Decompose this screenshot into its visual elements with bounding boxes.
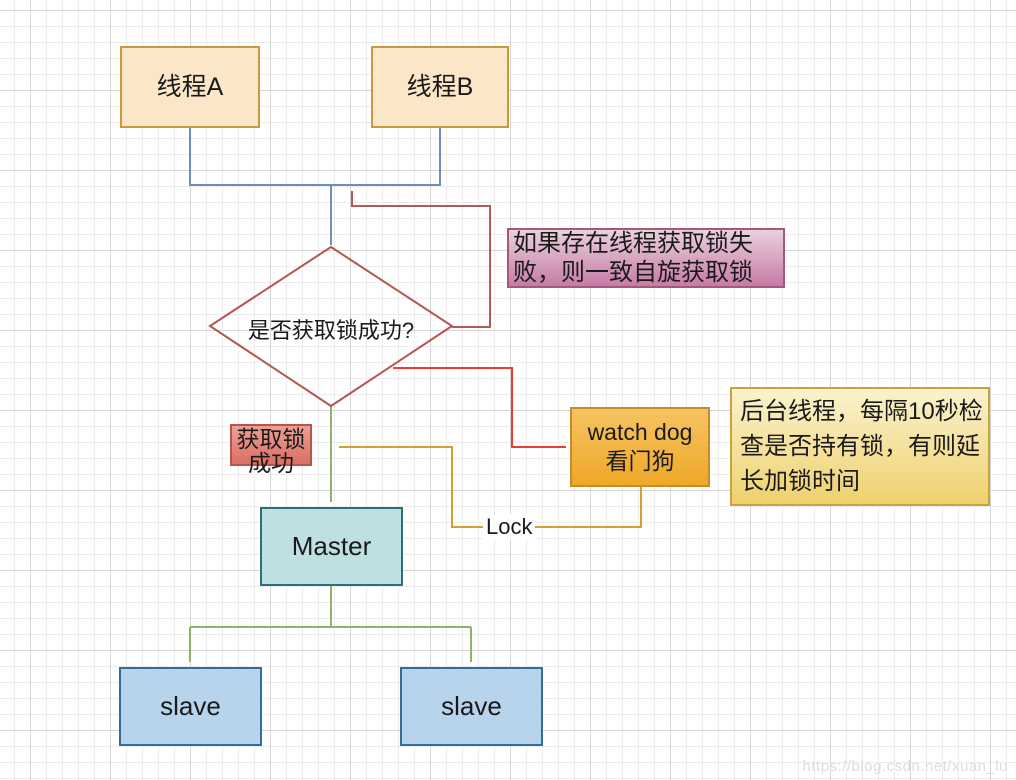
note-watchdog-desc: 后台线程，每隔10秒检 查是否持有锁，有则延 长加锁时间 (730, 387, 990, 506)
note-spin-line2: 败，则一致自旋获取锁 (513, 259, 753, 286)
node-slave-left: slave (119, 667, 262, 746)
decision-diamond (208, 245, 454, 408)
edge-watchdog-lock (339, 446, 642, 528)
thread-b-label: 线程B (406, 73, 474, 101)
note-watchdog-line3: 长加锁时间 (740, 468, 860, 495)
slave-right-label: slave (441, 690, 502, 721)
decision-label: 是否获取锁成功? (247, 318, 415, 343)
acquire-success-line1: 获取锁 (236, 426, 306, 452)
edge-label-lock: Lock (483, 514, 536, 540)
note-watchdog-line2: 查是否持有锁，有则延 (740, 433, 980, 460)
watch-dog-line2: 看门狗 (605, 448, 675, 474)
master-label: Master (291, 530, 372, 561)
node-slave-right: slave (400, 667, 543, 746)
note-watchdog-line1: 后台线程，每隔10秒检 (740, 398, 983, 425)
edge-spin-loop (351, 191, 491, 328)
edge-master-split (190, 586, 471, 628)
node-master: Master (260, 507, 403, 586)
node-acquire-success: 获取锁 成功 (230, 424, 312, 475)
note-spin-line1: 如果存在线程获取锁失 (513, 230, 753, 257)
watermark: https://blog.csdn.net/xuan_lu (802, 758, 1008, 775)
edge-thread-merge (189, 128, 441, 186)
note-spin-retry: 如果存在线程获取锁失 败，则一致自旋获取锁 (507, 228, 785, 288)
node-thread-b: 线程B (371, 46, 509, 128)
node-watch-dog: watch dog 看门狗 (570, 407, 710, 487)
edge-fail-to-watchdog (393, 367, 566, 448)
acquire-success-line2: 成功 (248, 450, 294, 476)
watch-dog-line1: watch dog (587, 419, 693, 445)
thread-a-label: 线程A (156, 73, 224, 101)
node-thread-a: 线程A (120, 46, 260, 128)
slave-left-label: slave (160, 690, 221, 721)
